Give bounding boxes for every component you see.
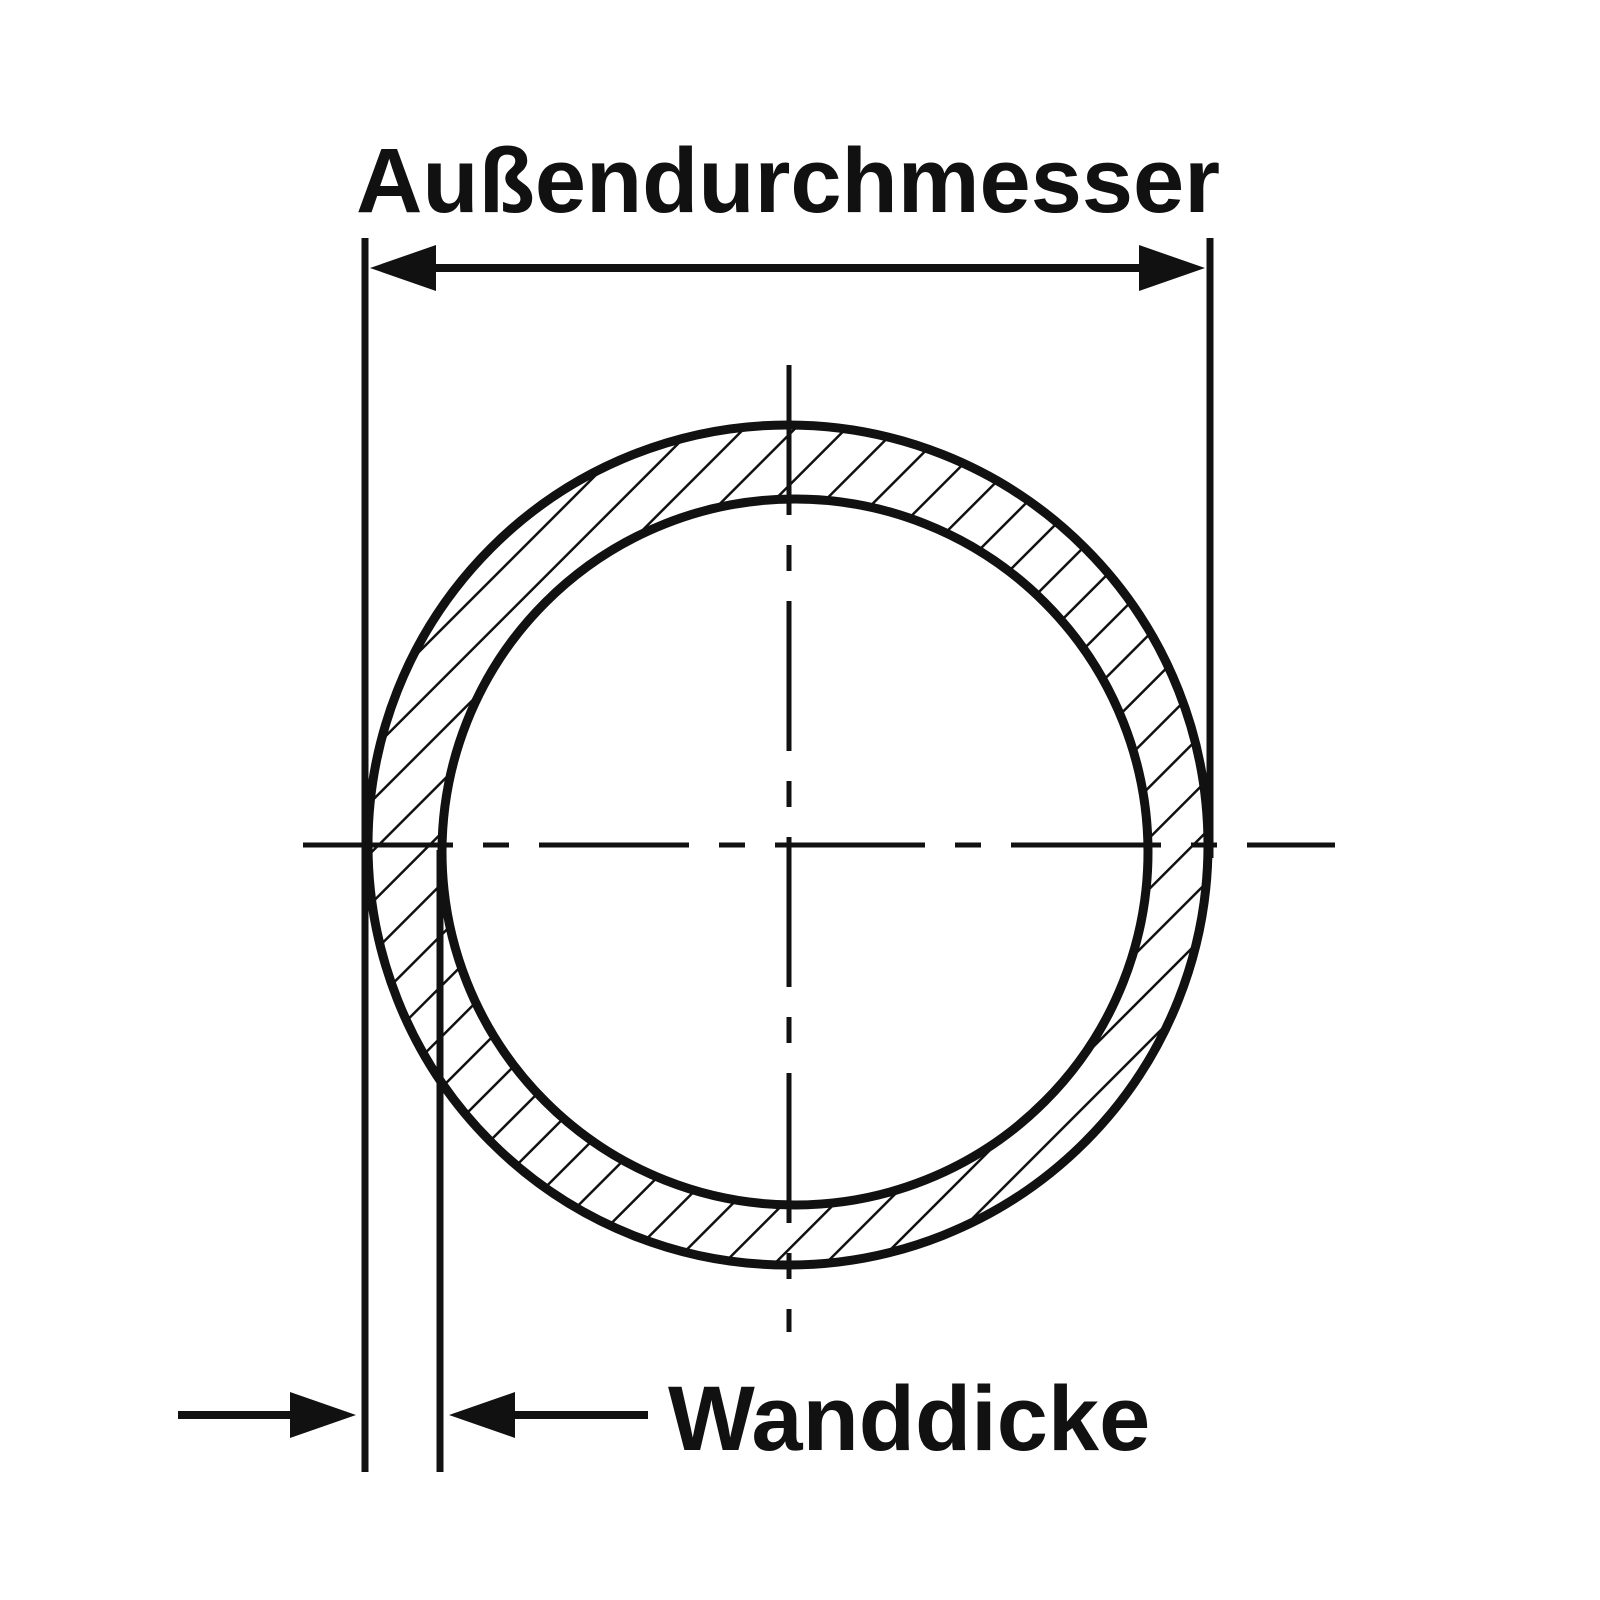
diameter-arrowhead-right-icon [1139, 245, 1205, 291]
diameter-arrowhead-left-icon [370, 245, 436, 291]
wall-arrowhead-right-icon [449, 1392, 515, 1438]
inner-circle [437, 494, 1153, 1210]
wall-arrowhead-left-icon [290, 1392, 356, 1438]
wall-thickness-label: Wanddicke [668, 1368, 1150, 1470]
outer-diameter-label: Außendurchmesser [356, 130, 1220, 232]
